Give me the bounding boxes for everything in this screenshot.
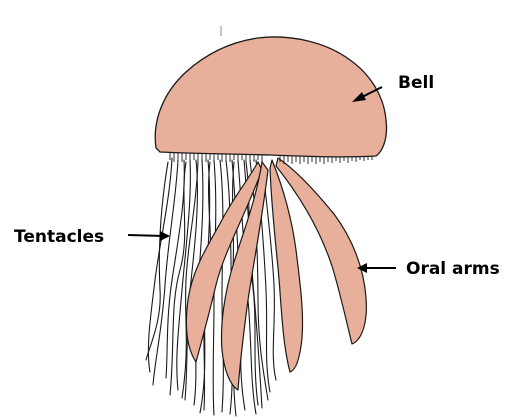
bell-label: Bell	[398, 75, 434, 92]
oral-arms-arrow	[357, 263, 396, 273]
oral-arms-label: Oral arms	[406, 261, 500, 278]
bell-shape	[155, 37, 386, 157]
tentacles-label: Tentacles	[14, 229, 104, 246]
tentacles-arrow	[128, 231, 170, 241]
